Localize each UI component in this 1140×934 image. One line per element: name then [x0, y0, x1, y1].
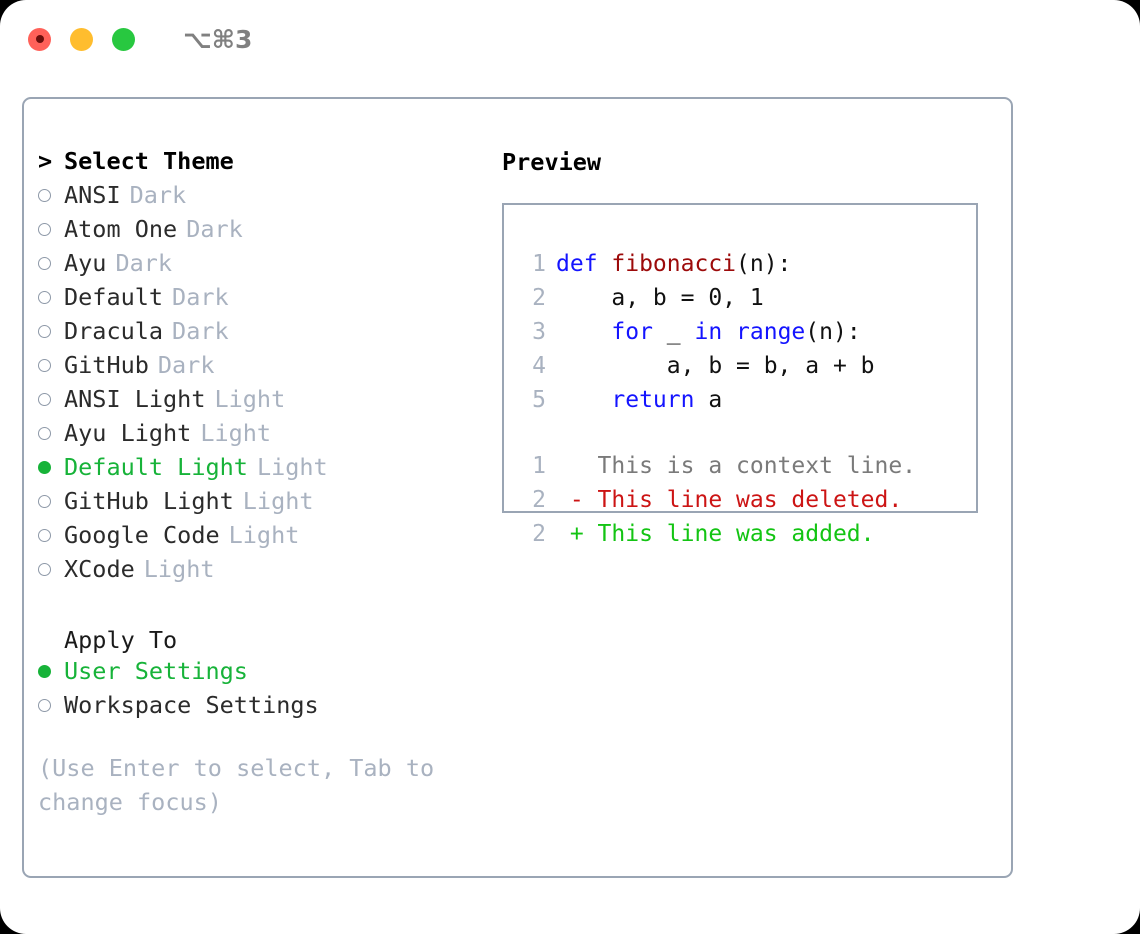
diff-text: This line was deleted.: [597, 487, 903, 513]
code-token: range: [736, 319, 806, 345]
code-line: 2 a, b = 0, 1: [516, 281, 976, 315]
diff-sign: -: [556, 487, 598, 513]
theme-name: Ayu Light: [64, 419, 192, 447]
apply-to-option[interactable]: User Settings: [38, 657, 478, 691]
theme-variant-badge: Light: [256, 453, 328, 481]
code-token: _: [666, 319, 695, 345]
theme-picker-title: Select Theme: [64, 147, 234, 175]
theme-variant-badge: Dark: [129, 181, 187, 209]
line-number: 1: [532, 251, 546, 277]
theme-name: ANSI Light: [64, 385, 206, 413]
theme-list-item[interactable]: GitHub Dark: [38, 351, 478, 385]
theme-variant-badge: Dark: [186, 215, 243, 243]
code-token: a, b = 0, 1: [556, 285, 764, 311]
theme-name: Default: [64, 283, 164, 311]
theme-name: XCode: [64, 555, 135, 583]
theme-variant-badge: Dark: [172, 317, 229, 345]
theme-list-item[interactable]: Dracula Dark: [38, 317, 478, 351]
theme-list-item[interactable]: Ayu Light Light: [38, 419, 478, 453]
keyboard-shortcut-label: ⌥⌘3: [183, 24, 253, 54]
line-number: 2: [532, 487, 546, 513]
theme-name: Default Light: [64, 453, 248, 481]
theme-variant-badge: Light: [214, 385, 286, 413]
diff-sign: [556, 449, 598, 483]
code-token: for: [556, 319, 667, 345]
code-token: def: [556, 251, 612, 277]
minimize-window-button[interactable]: [70, 27, 93, 51]
zoom-window-button[interactable]: [112, 27, 135, 51]
code-line: 4 a, b = b, a + b: [516, 349, 976, 383]
diff-sign: +: [556, 521, 598, 547]
theme-variant-badge: Light: [228, 521, 300, 549]
theme-list-item[interactable]: XCode Light: [38, 555, 478, 589]
code-token: in: [694, 319, 737, 345]
code-token: fibonacci: [611, 251, 737, 277]
theme-list-item[interactable]: ANSI Light Light: [38, 385, 478, 419]
help-text: (Use Enter to select, Tab to change focu…: [38, 754, 449, 816]
diff-line: 2 + This line was added.: [516, 517, 976, 551]
code-line: 3 for _ in range(n):: [516, 315, 976, 349]
theme-variant-badge: Light: [242, 487, 314, 515]
theme-picker-header: > Select Theme: [38, 147, 478, 181]
line-number: 1: [532, 453, 546, 479]
line-number: 2: [532, 285, 546, 311]
diff-line: 1 This is a context line.: [516, 449, 976, 483]
apply-to-label: Workspace Settings: [64, 691, 319, 719]
code-line: 5 return a: [516, 383, 976, 417]
diff-line: 2 - This line was deleted.: [516, 483, 976, 517]
theme-list-item[interactable]: Default Dark: [38, 283, 478, 317]
apply-to-title: Apply To: [64, 626, 178, 654]
theme-variant-badge: Light: [200, 419, 272, 447]
title-bar: ⌥⌘3: [0, 0, 1140, 78]
line-number: 3: [532, 319, 546, 345]
code-token: (n):: [736, 251, 792, 277]
diff-sample: 1 This is a context line.2 - This line w…: [516, 449, 976, 551]
theme-name: ANSI: [64, 181, 121, 209]
diff-text: This is a context line.: [597, 453, 917, 479]
theme-name: Ayu: [64, 249, 107, 277]
code-token: return: [556, 387, 709, 413]
theme-variant-badge: Dark: [115, 249, 173, 277]
line-number: 2: [532, 521, 546, 547]
theme-name: GitHub: [64, 351, 149, 379]
theme-list-item[interactable]: Google Code Light: [38, 521, 478, 555]
theme-variant-badge: Dark: [172, 283, 229, 311]
theme-name: GitHub Light: [64, 487, 234, 515]
theme-list-item[interactable]: Ayu Dark: [38, 249, 478, 283]
theme-list-item[interactable]: Atom One Dark: [38, 215, 478, 249]
apply-to-label: User Settings: [64, 657, 248, 685]
theme-name: Atom One: [64, 215, 178, 243]
theme-variant-badge: Light: [143, 555, 215, 583]
traffic-light-group: [28, 27, 135, 51]
list-spacer: [38, 589, 478, 623]
theme-list-item[interactable]: Default Light Light: [38, 453, 478, 487]
theme-list-item[interactable]: GitHub Light Light: [38, 487, 478, 521]
line-number: 5: [532, 387, 546, 413]
code-line: 1 def fibonacci(n):: [516, 247, 976, 281]
apply-to-option[interactable]: Workspace Settings: [38, 691, 478, 725]
code-token: a, b = b, a + b: [556, 353, 875, 379]
code-token: (n):: [805, 319, 861, 345]
theme-variant-badge: Dark: [157, 351, 215, 379]
code-diff-gap: [516, 417, 976, 449]
theme-list-item[interactable]: ANSI Dark: [38, 181, 478, 215]
line-number: 4: [532, 353, 546, 379]
prompt-caret-icon: >: [38, 147, 53, 175]
code-token: a: [708, 387, 723, 413]
close-window-button[interactable]: [28, 27, 51, 51]
theme-name: Dracula: [64, 317, 164, 345]
theme-name: Google Code: [64, 521, 220, 549]
preview-title: Preview: [502, 148, 602, 176]
diff-text: This line was added.: [597, 521, 875, 547]
